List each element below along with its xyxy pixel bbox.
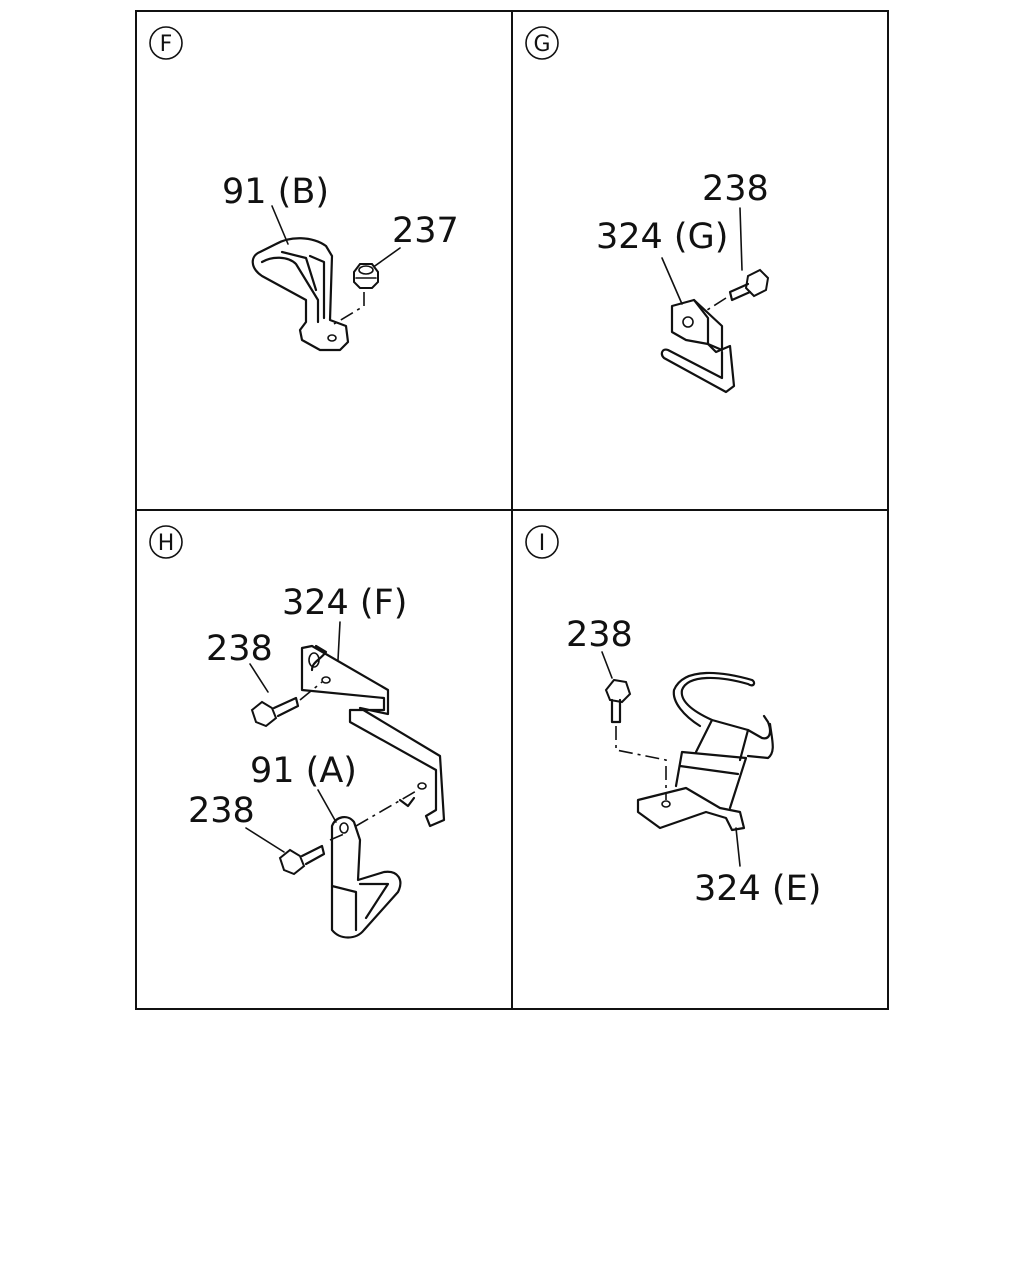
- bolt-238-upper-drawing: [250, 696, 300, 728]
- assembly-line: [615, 726, 667, 800]
- callout-238[interactable]: 238: [188, 791, 255, 831]
- clip-91b-drawing: [251, 237, 350, 352]
- callout-91b[interactable]: 91 (B): [222, 172, 329, 212]
- assembly-line: [333, 292, 365, 325]
- callout-324f[interactable]: 324 (F): [282, 583, 407, 623]
- callout-238[interactable]: 238: [702, 169, 769, 209]
- bracket-324e-drawing: [636, 671, 774, 832]
- panel-g: G 238 324 (G): [525, 26, 770, 394]
- leader-line: [601, 651, 613, 679]
- panel-badge-label: G: [533, 32, 550, 57]
- panel-badge-label: H: [158, 531, 175, 556]
- callout-238[interactable]: 238: [566, 615, 633, 655]
- leader-line: [735, 827, 741, 867]
- panel-badge-label: I: [539, 531, 546, 556]
- panel-f: F 91 (B) 237: [149, 26, 459, 352]
- leader-line: [739, 207, 743, 271]
- panel-i: I 238 324 (E): [525, 525, 821, 909]
- leader-line: [661, 257, 683, 305]
- panel-badge-f: F: [149, 26, 183, 60]
- panel-badge-g: G: [525, 26, 559, 60]
- leader-line: [337, 621, 341, 661]
- assembly-line: [355, 789, 419, 827]
- panel-badge-h: H: [149, 525, 183, 559]
- callout-91a[interactable]: 91 (A): [250, 751, 357, 791]
- panel-badge-i: I: [525, 525, 559, 559]
- leader-line: [271, 205, 289, 245]
- assembly-line: [299, 681, 323, 701]
- clip-91a-drawing: [330, 816, 402, 939]
- leader-line: [249, 663, 269, 693]
- bolt-238-drawing: [604, 678, 632, 724]
- callout-237[interactable]: 237: [392, 211, 459, 251]
- bracket-324g-drawing: [660, 298, 736, 394]
- bolt-238-lower-drawing: [278, 844, 326, 876]
- leader-line: [317, 789, 337, 823]
- bolt-238-drawing: [728, 268, 770, 302]
- leader-line: [371, 247, 401, 269]
- callout-324g[interactable]: 324 (G): [596, 217, 728, 257]
- nut-237-drawing: [353, 263, 379, 289]
- panel-h: H 324 (F) 238 91 (A) 238: [149, 525, 446, 939]
- assembly-line: [703, 297, 727, 313]
- assembly-line: [329, 833, 345, 841]
- callout-324e[interactable]: 324 (E): [694, 869, 821, 909]
- bracket-324f-drawing: [300, 644, 446, 828]
- panel-badge-label: F: [160, 32, 173, 57]
- callout-238[interactable]: 238: [206, 629, 273, 669]
- panel-grid: [135, 10, 889, 1010]
- leader-line: [245, 827, 285, 853]
